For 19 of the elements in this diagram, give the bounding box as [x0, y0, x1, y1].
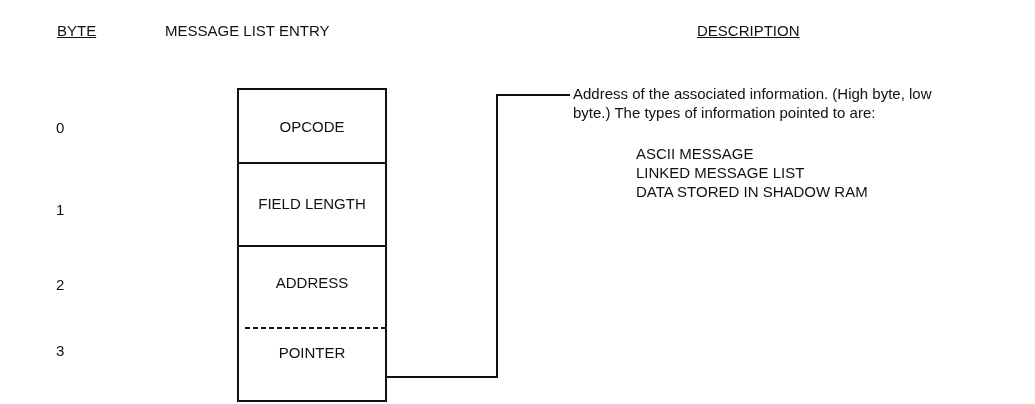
field-name: ADDRESS [274, 274, 350, 291]
byte-number: 3 [56, 342, 65, 359]
byte-number: 0 [56, 119, 65, 136]
field-cell [237, 245, 387, 402]
description-text: Address of the associated information. (High byte, low byte.) The types of information pointed to are: [573, 84, 933, 122]
leader-line [386, 94, 571, 378]
byte-number: 1 [56, 201, 65, 218]
column-heading: MESSAGE LIST ENTRY [165, 22, 330, 39]
field-cell [237, 162, 387, 247]
list-item: DATA STORED IN SHADOW RAM [636, 182, 869, 201]
field-name: POINTER [277, 344, 347, 361]
field-name: OPCODE [278, 118, 346, 135]
field-name: FIELD LENGTH [257, 194, 367, 212]
column-heading: BYTE [57, 22, 97, 39]
byte-number: 2 [56, 276, 65, 293]
list-item: LINKED MESSAGE LIST [636, 163, 806, 182]
field-cell [237, 88, 387, 164]
column-heading: DESCRIPTION [697, 22, 800, 39]
list-item: ASCII MESSAGE [636, 144, 755, 163]
